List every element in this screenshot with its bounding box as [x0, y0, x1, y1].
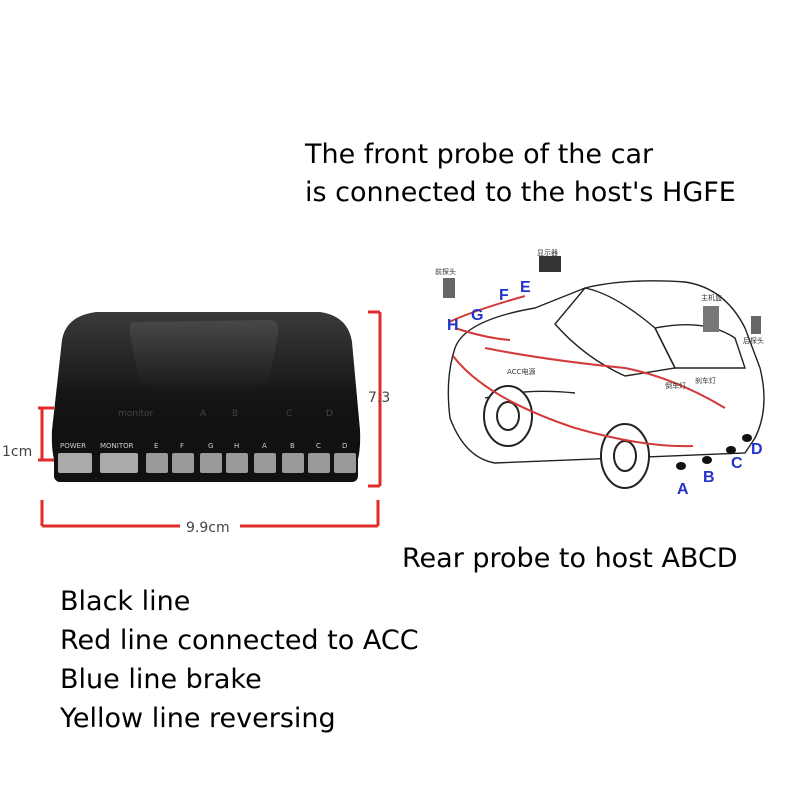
dimension-port-height-label: 1cm	[2, 444, 32, 460]
note-blue-line: Blue line brake	[60, 664, 262, 695]
port-label-e: E	[154, 442, 158, 450]
dimension-height-label: 7.3	[368, 390, 390, 406]
front-probe-letter-g: G	[471, 307, 483, 324]
front-probe-letter-e: E	[520, 279, 531, 296]
host-top-label-b: B	[232, 409, 238, 419]
host-top-label-a: A	[200, 409, 207, 419]
label-acc-power: ACC电源	[507, 367, 535, 376]
port-label-a: A	[262, 442, 267, 450]
parking-sensor-host-figure: POWER MONITOR E F G H A B C D monitor A …	[2, 310, 390, 536]
car-wiring-diagram: 显示器 前探头 主机盒 后探头 ACC电源 倒车灯 刹车灯 H G F E A …	[435, 249, 765, 498]
rear-probe-letter-d: D	[751, 441, 763, 458]
wire-color-notes: Black line Red line connected to ACC Blu…	[60, 582, 419, 738]
front-caption-line-1: The front probe of the car	[305, 139, 654, 170]
rear-probe-dots	[676, 434, 752, 470]
label-display: 显示器	[537, 249, 558, 257]
port-label-b: B	[290, 442, 295, 450]
port-label-monitor: MONITOR	[100, 442, 134, 450]
port-label-g: G	[208, 442, 213, 450]
label-front-probe: 前探头	[435, 267, 456, 276]
wiring-lines	[448, 295, 726, 448]
port-label-c: C	[316, 442, 321, 450]
port-label-h: H	[234, 442, 239, 450]
note-yellow-line: Yellow line reversing	[60, 703, 336, 734]
label-reverse-light: 倒车灯	[665, 381, 686, 390]
port-label-f: F	[180, 442, 184, 450]
front-probe-letter-h: H	[447, 317, 459, 334]
host-top-label-monitor: monitor	[118, 409, 154, 419]
dimension-width-label: 9.9cm	[186, 520, 230, 536]
front-probe-device	[443, 278, 455, 298]
car-wheels	[483, 385, 650, 489]
label-host-box: 主机盒	[701, 293, 722, 302]
label-rear-probe: 后探头	[743, 336, 764, 345]
rear-probe-letter-b: B	[703, 469, 715, 486]
rear-probe-device	[751, 316, 761, 334]
rear-probe-letter-c: C	[731, 455, 743, 472]
front-caption-line-2: is connected to the host's HGFE	[305, 177, 736, 208]
host-ports	[58, 453, 356, 473]
dimension-lines	[38, 310, 382, 528]
monitor-device	[539, 256, 561, 272]
front-probe-letter-f: F	[499, 287, 509, 304]
host-top-panel	[129, 320, 279, 386]
host-top-label-c: C	[286, 409, 292, 419]
host-top-label-d: D	[326, 409, 333, 419]
port-label-d: D	[342, 442, 347, 450]
rear-probe-caption: Rear probe to host ABCD	[402, 543, 738, 574]
rear-probe-letter-a: A	[677, 481, 689, 498]
host-box-device	[703, 306, 719, 332]
note-black-line: Black line	[60, 586, 191, 617]
label-brake-light: 刹车灯	[695, 376, 716, 385]
note-red-line: Red line connected to ACC	[60, 625, 419, 656]
port-label-power: POWER	[60, 442, 86, 450]
front-probe-caption: The front probe of the car is connected …	[305, 136, 736, 212]
